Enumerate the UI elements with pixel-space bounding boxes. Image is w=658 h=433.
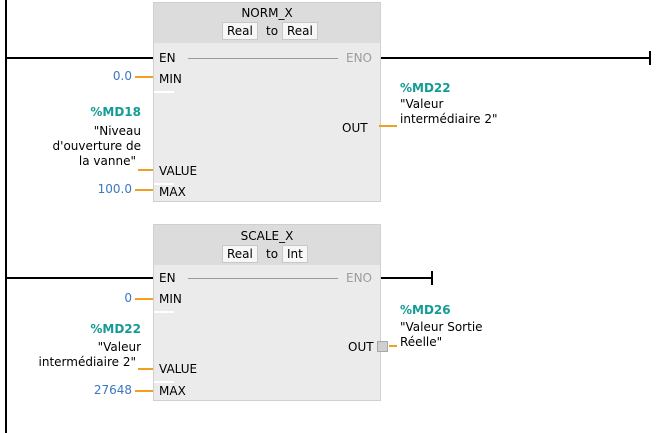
- norm-value-comment-1: "Niveau: [93, 124, 141, 138]
- norm-value-pin: VALUE: [159, 164, 198, 178]
- scale-max-constant[interactable]: 27648: [93, 383, 132, 397]
- norm-en-wire[interactable]: [7, 57, 153, 59]
- scale-x-header: [154, 225, 380, 265]
- norm-out-pin: OUT: [342, 121, 368, 135]
- norm-out-tag[interactable]: %MD22: [400, 81, 451, 95]
- norm-value-comment-3: la vanne": [78, 154, 136, 168]
- norm-en-pin: EN: [159, 51, 176, 65]
- scale-eno-pin: ENO: [346, 271, 373, 285]
- scale-x-title: SCALE_X: [240, 229, 294, 243]
- norm-max-pin: MAX: [159, 185, 186, 199]
- scale-out-tag[interactable]: %MD26: [400, 303, 451, 317]
- scale-value-tag[interactable]: %MD22: [90, 322, 141, 336]
- scale-min-connector: [135, 298, 153, 300]
- norm-eno-wire-end: [649, 51, 651, 65]
- norm-type-out[interactable]: Real: [282, 22, 318, 40]
- norm-min-constant[interactable]: 0.0: [112, 69, 132, 83]
- scale-eno-wire[interactable]: [379, 277, 433, 279]
- scale-x-block[interactable]: SCALE_X Real to Int EN ENO MIN OUT VALUE…: [153, 224, 381, 401]
- scale-en-eno-line: [188, 278, 338, 279]
- norm-max-connector: [135, 189, 153, 191]
- norm-out-comment-1: "Valeur: [400, 97, 444, 111]
- scale-min-constant[interactable]: 0: [124, 291, 132, 305]
- scale-value-comment-1: "Valeur: [97, 340, 141, 354]
- norm-value-comment-2: d'ouverture de: [52, 139, 141, 153]
- norm-value-connector: [138, 169, 153, 171]
- scale-out-connector: [389, 345, 397, 347]
- norm-eno-pin: ENO: [346, 51, 373, 65]
- norm-en-eno-line: [188, 58, 338, 59]
- norm-value-tick: [154, 183, 174, 185]
- scale-type-in[interactable]: Real: [222, 245, 258, 263]
- scale-out-comment-2: Réelle": [400, 335, 443, 349]
- scale-value-tick: [154, 381, 174, 383]
- norm-max-constant[interactable]: 100.0: [97, 182, 132, 196]
- norm-eno-wire[interactable]: [379, 57, 651, 59]
- scale-min-pin: MIN: [159, 292, 182, 306]
- scale-value-comment-2: intermédiaire 2": [38, 355, 136, 369]
- norm-value-tag[interactable]: %MD18: [90, 105, 141, 119]
- scale-eno-wire-end: [431, 271, 433, 285]
- norm-type-in[interactable]: Real: [222, 22, 258, 40]
- scale-out-comment-1: "Valeur Sortie: [400, 320, 483, 334]
- norm-min-pin: MIN: [159, 72, 182, 86]
- scale-type-out[interactable]: Int: [282, 245, 308, 263]
- scale-max-pin: MAX: [159, 384, 186, 398]
- norm-type-to: to: [266, 24, 279, 38]
- scale-out-pin: OUT: [348, 340, 374, 354]
- norm-out-comment-2: intermédiaire 2": [400, 112, 498, 126]
- scale-type-to: to: [266, 247, 279, 261]
- norm-min-tick: [154, 91, 174, 93]
- scale-max-connector: [135, 390, 153, 392]
- scale-en-pin: EN: [159, 271, 176, 285]
- scale-en-wire[interactable]: [7, 277, 153, 279]
- type-conversion-icon: [377, 341, 388, 352]
- left-power-rail: [5, 0, 7, 433]
- norm-x-header: [154, 3, 380, 43]
- scale-value-connector: [138, 368, 153, 370]
- norm-min-connector: [135, 76, 153, 78]
- norm-x-block[interactable]: NORM_X Real to Real EN ENO MIN OUT VALUE…: [153, 2, 381, 202]
- norm-x-title: NORM_X: [241, 6, 293, 20]
- scale-min-tick: [154, 311, 174, 313]
- scale-value-pin: VALUE: [159, 362, 198, 376]
- norm-out-connector: [379, 125, 397, 127]
